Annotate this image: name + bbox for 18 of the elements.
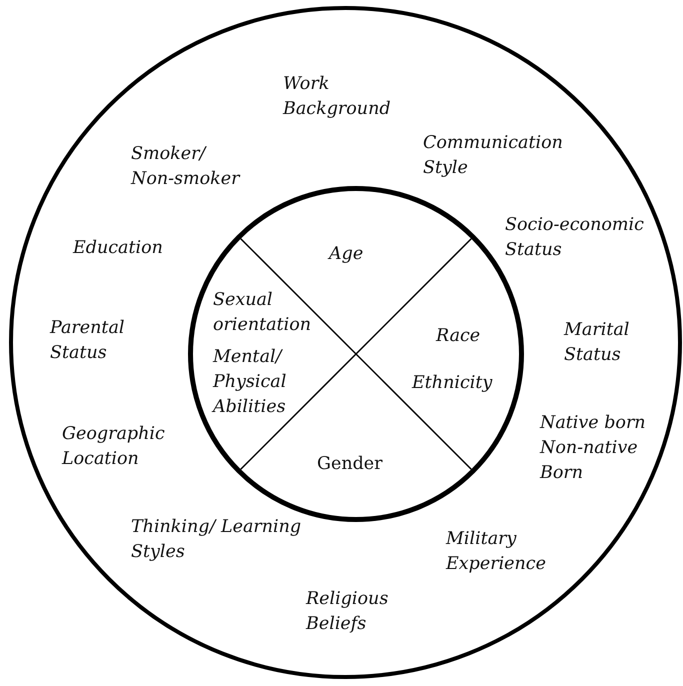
diversity-label: Smoker/ Non-smoker xyxy=(131,143,242,191)
diversity-label: Geographic Location xyxy=(62,423,166,471)
diversity-label: Work Background xyxy=(283,73,392,121)
diversity-label: Parental Status xyxy=(50,317,126,365)
diversity-label: Native born Non-native Born xyxy=(540,412,647,485)
diversity-label: Mental/ Physical Abilities xyxy=(213,346,288,419)
diversity-label: Gender xyxy=(317,453,384,476)
diversity-label: Race xyxy=(436,325,482,348)
diversity-label: Education xyxy=(73,237,164,260)
diversity-label: Military Experience xyxy=(446,528,547,576)
diversity-label: Marital Status xyxy=(564,319,630,367)
diversity-label: Religious Beliefs xyxy=(306,588,390,636)
diversity-label: Communication Style xyxy=(423,132,564,180)
diversity-label: Age xyxy=(329,243,364,266)
diversity-label: Ethnicity xyxy=(412,372,494,395)
diversity-label: Thinking/ Learning Styles xyxy=(131,516,302,564)
diversity-label: Socio-economic Status xyxy=(505,214,645,262)
diversity-label: Sexual orientation xyxy=(213,289,312,337)
